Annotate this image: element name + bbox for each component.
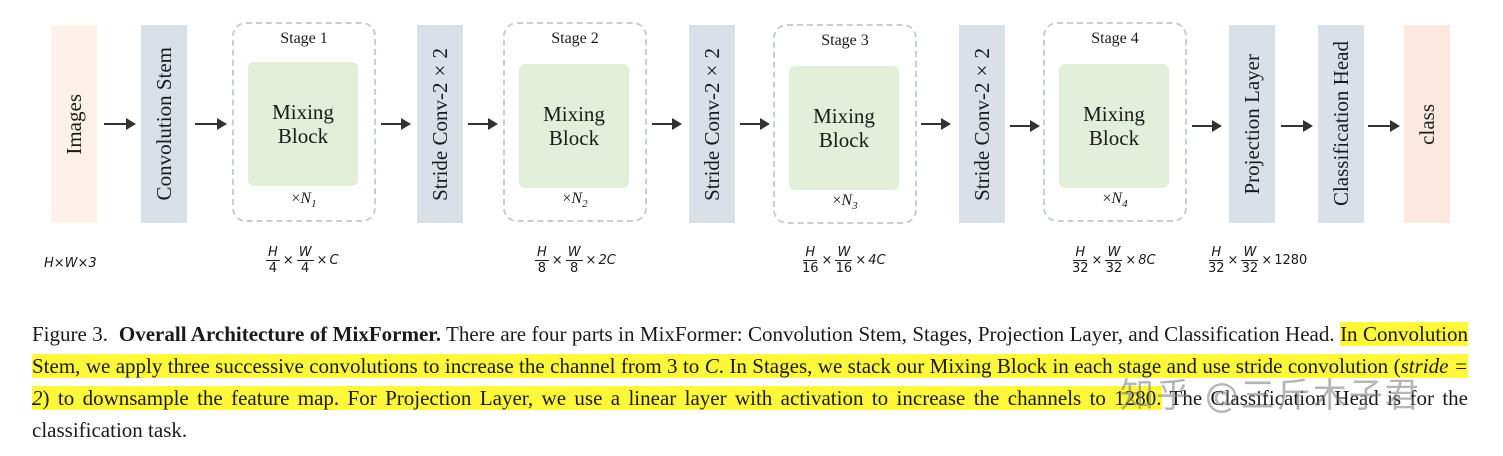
input-dimension: H×W×3: [44, 256, 97, 271]
mixing-block-line2: Block: [277, 124, 329, 148]
stride-conv-box: Stride Conv-2×2: [689, 25, 735, 223]
classification-head-label: Classification Head: [1328, 41, 1353, 207]
convolution-stem-label: Convolution Stem: [151, 47, 176, 201]
stage-2: Stage 2 Mixing Block ×N2: [503, 22, 647, 222]
stage-repeat: ×N1: [291, 189, 317, 210]
stride-conv-box: Stride Conv-2×2: [417, 25, 463, 223]
mixing-block-line1: Mixing: [813, 103, 875, 128]
arrow: [652, 118, 682, 130]
stage-repeat: ×N4: [1102, 189, 1128, 210]
arrow: [195, 118, 227, 130]
stride-conv-label: Stride Conv-2×2: [427, 47, 452, 201]
stride-conv-label: Stride Conv-2×2: [699, 47, 724, 201]
arrow: [1368, 120, 1400, 132]
arrow: [1010, 120, 1040, 132]
images-label: Images: [61, 93, 86, 155]
class-output-box: class: [1404, 25, 1450, 223]
stage-repeat: ×N3: [832, 191, 858, 212]
stage-title: Stage 1: [280, 30, 328, 47]
stride-conv-box: Stride Conv-2×2: [959, 25, 1005, 223]
arrow: [1281, 120, 1313, 132]
mixing-block-line2: Block: [548, 126, 600, 150]
mixing-block: Mixing Block: [1059, 64, 1169, 188]
arrow: [381, 118, 411, 130]
arrow: [740, 118, 770, 130]
caption-title: Overall Architecture of MixFormer.: [118, 322, 441, 346]
arrow: [1192, 120, 1222, 132]
watermark: 知乎 @三斤木子君: [1120, 376, 1421, 416]
mixing-block-line1: Mixing: [543, 101, 605, 126]
projection-layer-label: Projection Layer: [1239, 53, 1264, 195]
convolution-stem-box: Convolution Stem: [141, 25, 187, 223]
mixing-block-line2: Block: [818, 128, 870, 152]
caption-text-end: The Classification Head is for the class…: [32, 386, 1468, 442]
stage-1: Stage 1 Mixing Block ×N1: [232, 22, 376, 222]
stage-title: Stage 3: [821, 32, 869, 49]
mixing-block-line1: Mixing: [272, 99, 334, 124]
figure-label: Figure 3.: [32, 322, 109, 346]
images-box: Images: [51, 25, 97, 223]
arrow: [104, 118, 136, 130]
mixing-block-line1: Mixing: [1083, 101, 1145, 126]
caption-text: There are four parts in MixFormer: Convo…: [440, 322, 1341, 346]
figure-caption: Figure 3. Overall Architecture of MixFor…: [32, 318, 1469, 446]
classification-head-box: Classification Head: [1318, 25, 1364, 223]
mixing-block-line2: Block: [1088, 126, 1140, 150]
stage-4: Stage 4 Mixing Block ×N4: [1043, 22, 1187, 222]
mixing-block: Mixing Block: [519, 64, 629, 188]
arrow: [468, 118, 498, 130]
stage-title: Stage 4: [1091, 30, 1139, 47]
stage-title: Stage 2: [551, 30, 599, 47]
projection-layer-box: Projection Layer: [1229, 25, 1275, 223]
mixing-block: Mixing Block: [248, 62, 358, 186]
stride-conv-label: Stride Conv-2×2: [969, 47, 994, 201]
mixing-block: Mixing Block: [789, 66, 899, 190]
arrow: [921, 118, 951, 130]
stage-3: Stage 3 Mixing Block ×N3: [773, 24, 917, 224]
class-label: class: [1414, 103, 1439, 145]
stage-repeat: ×N2: [562, 189, 588, 210]
